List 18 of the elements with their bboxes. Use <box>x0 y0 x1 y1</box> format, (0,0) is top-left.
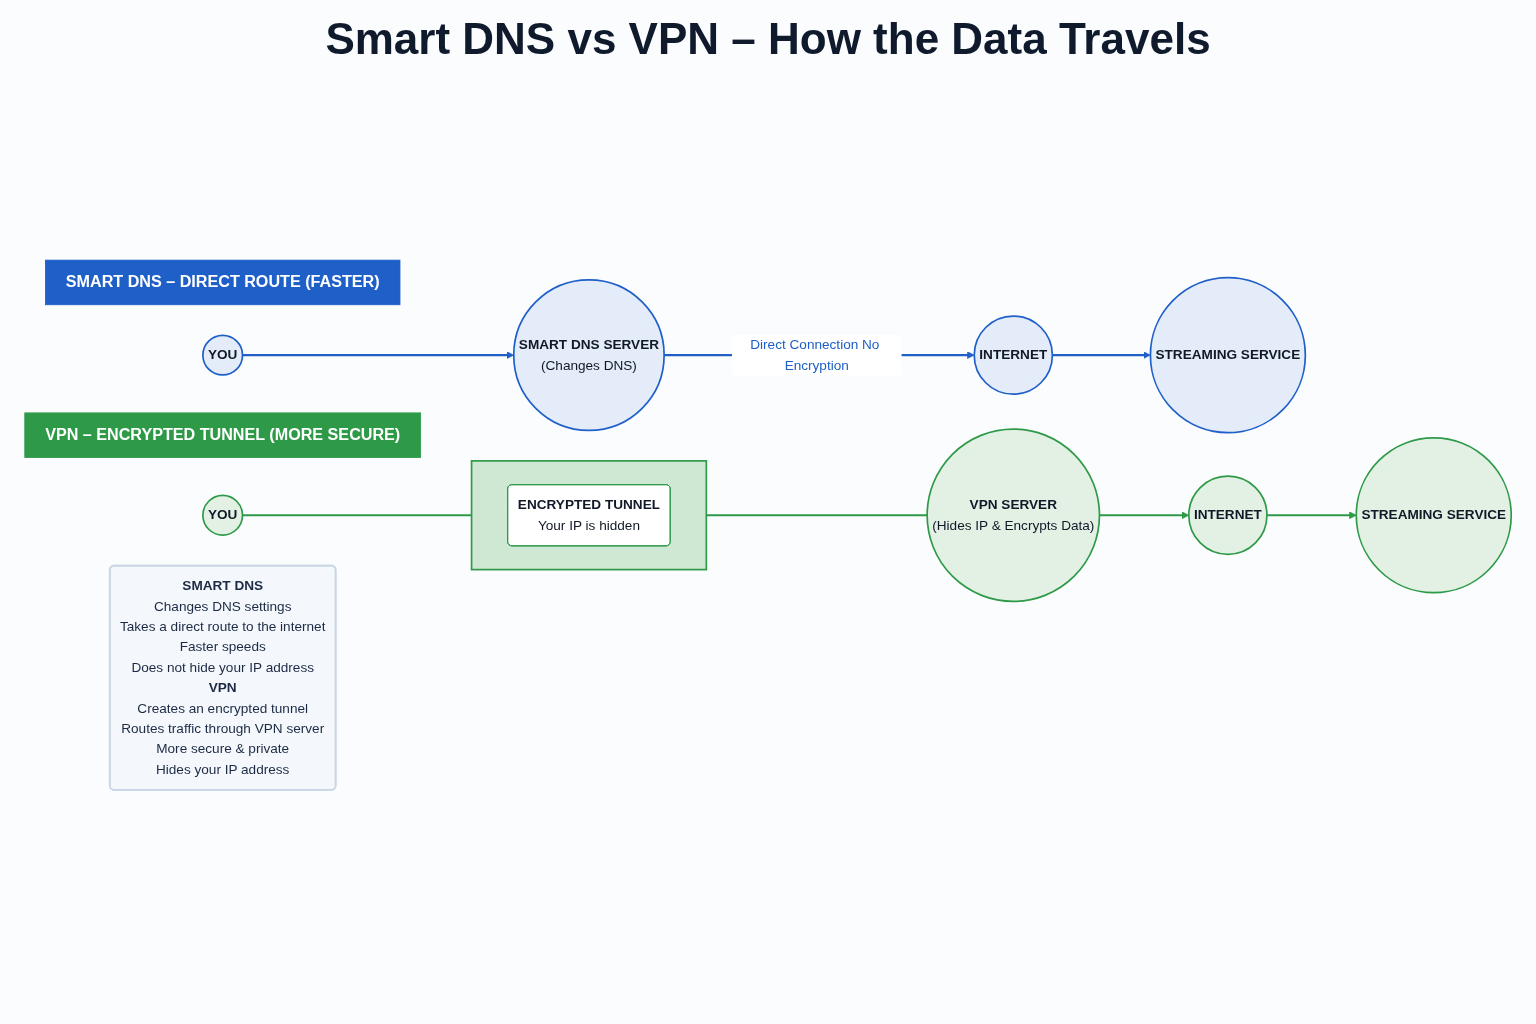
arrow <box>1099 511 1190 519</box>
arrow <box>1052 351 1151 359</box>
title: Smart DNS vs VPN – How the Data Travels <box>325 14 1211 64</box>
node-circle: YOU <box>202 494 244 536</box>
node-box: VPN – ENCRYPTED TUNNEL (MORE SECURE) <box>24 412 422 458</box>
node-circle: INTERNET <box>1187 475 1268 556</box>
connector <box>706 514 928 517</box>
node-circle: VPN SERVER (Hides IP & Encrypts Data) <box>926 428 1101 603</box>
connector <box>242 514 472 517</box>
node-circle: YOU <box>202 334 244 376</box>
node-circle: SMART DNS SERVER (Changes DNS) <box>512 279 665 432</box>
node-box: SMART DNS – DIRECT ROUTE (FASTER) <box>45 259 401 306</box>
edge-label: Direct Connection No Encryption <box>750 337 880 373</box>
cluster <box>470 460 708 571</box>
node-circle: STREAMING SERVICE <box>1355 436 1513 594</box>
node-circle: STREAMING SERVICE <box>1149 276 1307 434</box>
node-circle: INTERNET <box>973 315 1054 396</box>
arrow <box>1266 511 1357 519</box>
